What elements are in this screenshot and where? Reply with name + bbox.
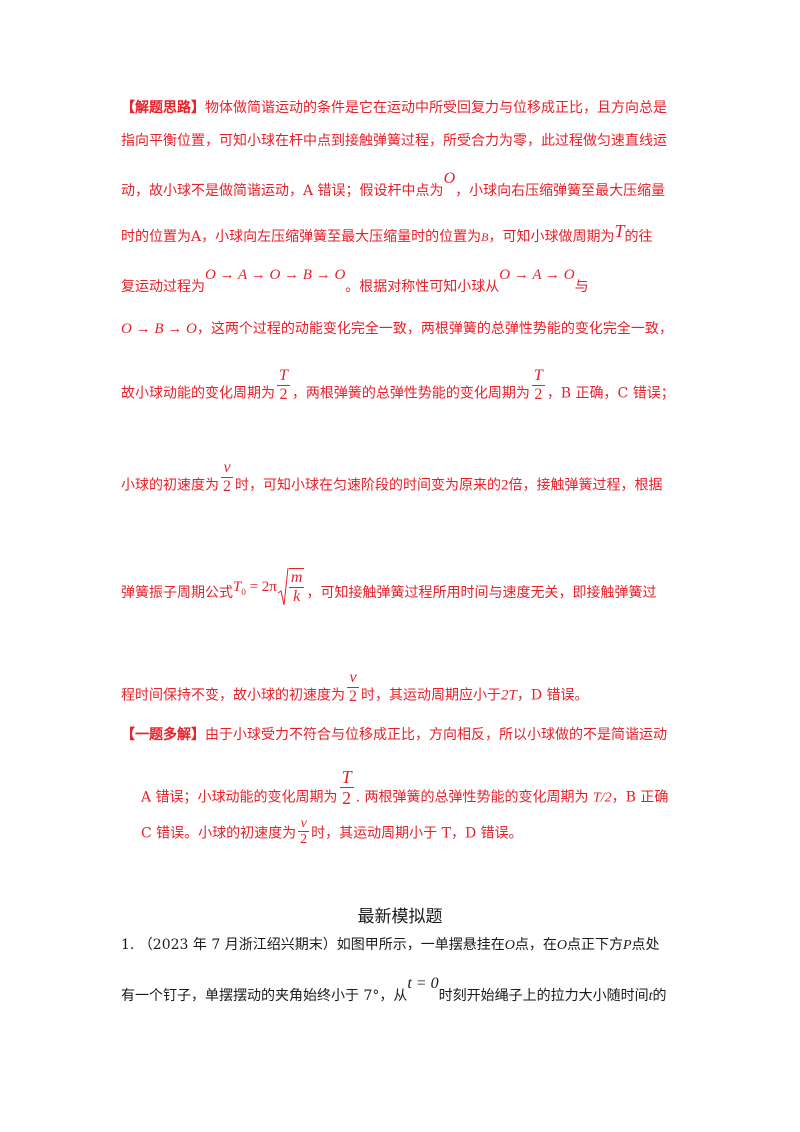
math-expression: t = 0: [407, 975, 439, 992]
para-line: 动，故小球不是做简谐运动，A 错误；假设杆中点为O，小球向右压缩弹簧至最大压缩量: [121, 170, 666, 199]
para-line: O → B → O，这两个过程的动能变化完全一致，两根弹簧的总弹性势能的变化完全…: [121, 321, 673, 337]
para-line: 时的位置为A，小球向左压缩弹簧至最大压缩量时的位置为B，可知小球做周期为T的往: [121, 221, 653, 245]
para-line: 指向平衡位置，可知小球在杆中点到接触弹簧过程，所受合力为零，此过程做匀速直线运: [121, 133, 667, 149]
math-expression: O → B → O: [121, 321, 197, 337]
para-line: 【解题思路】物体做简谐运动的条件是它在运动中所受回复力与位移成正比，且方向总是: [121, 100, 667, 116]
section-tag: 【解题思路】: [121, 100, 205, 116]
sqrt-sign: [277, 567, 289, 606]
math-expression: O → A → O: [499, 267, 575, 283]
math-var: T: [614, 221, 625, 241]
math-expression: O → A → O → B → O: [205, 267, 346, 283]
math-var: O: [443, 170, 456, 187]
para-line: 【一题多解】由于小球受力不符合与位移成正比，方向相反，所以小球做的不是简谐运动: [121, 727, 667, 743]
section-title: 最新模拟题: [357, 907, 443, 927]
section-tag: 【一题多解】: [121, 727, 205, 743]
question-line: 1. （2023 年 7 月浙江绍兴期末）如图甲所示，一单摆悬挂在O点，在O点正…: [121, 937, 660, 953]
math-var: B: [481, 230, 489, 244]
math-formula: T0 = 2π: [233, 579, 277, 597]
para-line: 复运动过程为O → A → O → B → O。根据对称性可知小球从O → A …: [121, 267, 589, 295]
question-line: 有一个钉子，单摆摆动的夹角始终小于 7°，从t = 0时刻开始绳子上的拉力大小随…: [121, 975, 667, 1004]
